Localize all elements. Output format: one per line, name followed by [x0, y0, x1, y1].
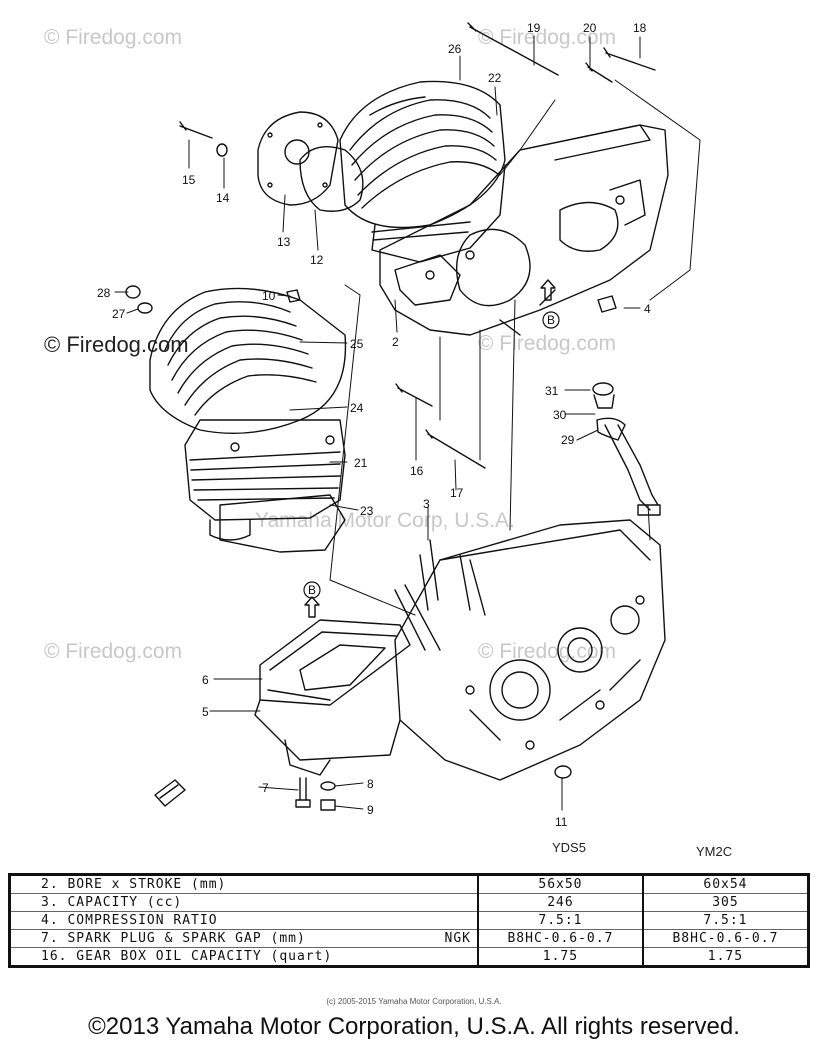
leader-lines [114, 35, 641, 811]
callout-4: 4 [644, 302, 651, 316]
spec-label-text: 16. GEAR BOX OIL CAPACITY (quart) [41, 949, 333, 964]
watermark: © Firedog.com [44, 26, 182, 49]
reference-label: B [308, 583, 316, 597]
watermark: © Firedog.com [44, 332, 189, 357]
spec-value-yds5: 7.5:1 [477, 911, 644, 930]
assembly-lines [329, 79, 701, 616]
callout-19: 19 [527, 21, 541, 35]
watermark: © Firedog.com [44, 640, 182, 663]
callout-14: 14 [216, 191, 230, 205]
callout-10: 10 [262, 289, 276, 303]
model-label-right: YM2C [696, 844, 732, 859]
callout-12: 12 [310, 253, 324, 267]
spec-ngk: NGK [444, 931, 471, 946]
callout-2: 2 [392, 335, 399, 349]
table-row: 2. BORE x STROKE (mm) 56x50 60x54 [8, 874, 810, 894]
front-arrow-icon [154, 779, 186, 807]
callout-16: 16 [410, 464, 424, 478]
callout-11: 11 [555, 815, 568, 829]
reference-circle [303, 581, 321, 599]
callout-15: 15 [182, 173, 196, 187]
watermark-center: Yamaha Motor Corp, U.S.A. [255, 509, 515, 532]
table-row: 3. CAPACITY (cc) 246 305 [8, 893, 810, 912]
drain-bolt-drawing [295, 765, 572, 811]
callout-8: 8 [367, 777, 374, 791]
spec-label-text: 4. COMPRESSION RATIO [41, 913, 218, 928]
reference-arrow-icon [304, 279, 556, 618]
reference-label: B [547, 313, 555, 327]
callout-24: 24 [350, 401, 364, 415]
watermark: © Firedog.com [478, 26, 616, 49]
spec-label: 7. SPARK PLUG & SPARK GAP (mm) NGK [8, 929, 479, 948]
callout-7: 7 [262, 781, 269, 795]
table-row: 16. GEAR BOX OIL CAPACITY (quart) 1.75 1… [8, 947, 810, 967]
callout-5: 5 [202, 705, 209, 719]
callout-9: 9 [367, 803, 374, 817]
bolts-drawing [179, 22, 656, 469]
callout-3: 3 [423, 497, 430, 511]
spec-value-ym2c: 1.75 [641, 947, 810, 967]
spec-value-yds5: B8HC-0.6-0.7 [477, 929, 644, 948]
cover-plate-drawing [257, 111, 364, 212]
spec-label: 2. BORE x STROKE (mm) [8, 874, 479, 894]
spec-value-ym2c: 60x54 [641, 874, 810, 894]
callout-6: 6 [202, 673, 209, 687]
spec-value-ym2c: B8HC-0.6-0.7 [641, 929, 810, 948]
callout-26: 26 [448, 42, 462, 56]
spec-label-text: 3. CAPACITY (cc) [41, 895, 183, 910]
exploded-parts-diagram: © Firedog.com © Firedog.com © Firedog.co… [44, 21, 732, 859]
model-label-left: YDS5 [552, 840, 586, 855]
upper-cylinder-head-drawing [339, 80, 506, 263]
upper-crankcase-drawing [379, 124, 669, 336]
callout-22: 22 [488, 71, 502, 85]
spec-table: 2. BORE x STROKE (mm) 56x50 60x54 3. CAP… [8, 873, 810, 968]
spec-value-ym2c: 305 [641, 893, 810, 912]
spec-value-yds5: 246 [477, 893, 644, 912]
callout-30: 30 [553, 408, 567, 422]
callout-27: 27 [112, 307, 126, 321]
lower-crankcase-drawing [254, 519, 666, 781]
spec-value-yds5: 1.75 [477, 947, 644, 967]
table-row: 7. SPARK PLUG & SPARK GAP (mm) NGK B8HC-… [8, 929, 810, 948]
spec-label: 16. GEAR BOX OIL CAPACITY (quart) [8, 947, 479, 967]
callout-25: 25 [350, 337, 364, 351]
callout-23: 23 [360, 504, 374, 518]
callout-31: 31 [545, 384, 559, 398]
callout-18: 18 [633, 21, 647, 35]
callout-20: 20 [583, 21, 597, 35]
spec-label-text: 2. BORE x STROKE (mm) [41, 877, 227, 892]
watermark: © Firedog.com [478, 332, 616, 355]
callout-labels: 2 3 4 5 6 7 8 9 10 11 12 13 14 15 16 17 … [97, 21, 651, 829]
spec-value-ym2c: 7.5:1 [641, 911, 810, 930]
copyright-small: (c) 2005-2015 Yamaha Motor Corporation, … [326, 997, 502, 1006]
watermark: © Firedog.com [478, 640, 616, 663]
table-row: 4. COMPRESSION RATIO 7.5:1 7.5:1 [8, 911, 810, 930]
callout-13: 13 [277, 235, 291, 249]
callout-17: 17 [450, 486, 464, 500]
lower-cylinder-drawing [149, 287, 347, 553]
spec-label: 3. CAPACITY (cc) [8, 893, 479, 912]
reference-circle [542, 311, 560, 329]
callout-21: 21 [354, 456, 368, 470]
spec-label-text: 7. SPARK PLUG & SPARK GAP (mm) [41, 931, 306, 946]
oil-filler-drawing [592, 382, 661, 516]
spec-value-yds5: 56x50 [477, 874, 644, 894]
copyright-notice: ©2013 Yamaha Motor Corporation, U.S.A. A… [88, 1013, 740, 1040]
callout-29: 29 [561, 433, 575, 447]
spec-label: 4. COMPRESSION RATIO [8, 911, 479, 930]
callout-28: 28 [97, 286, 111, 300]
